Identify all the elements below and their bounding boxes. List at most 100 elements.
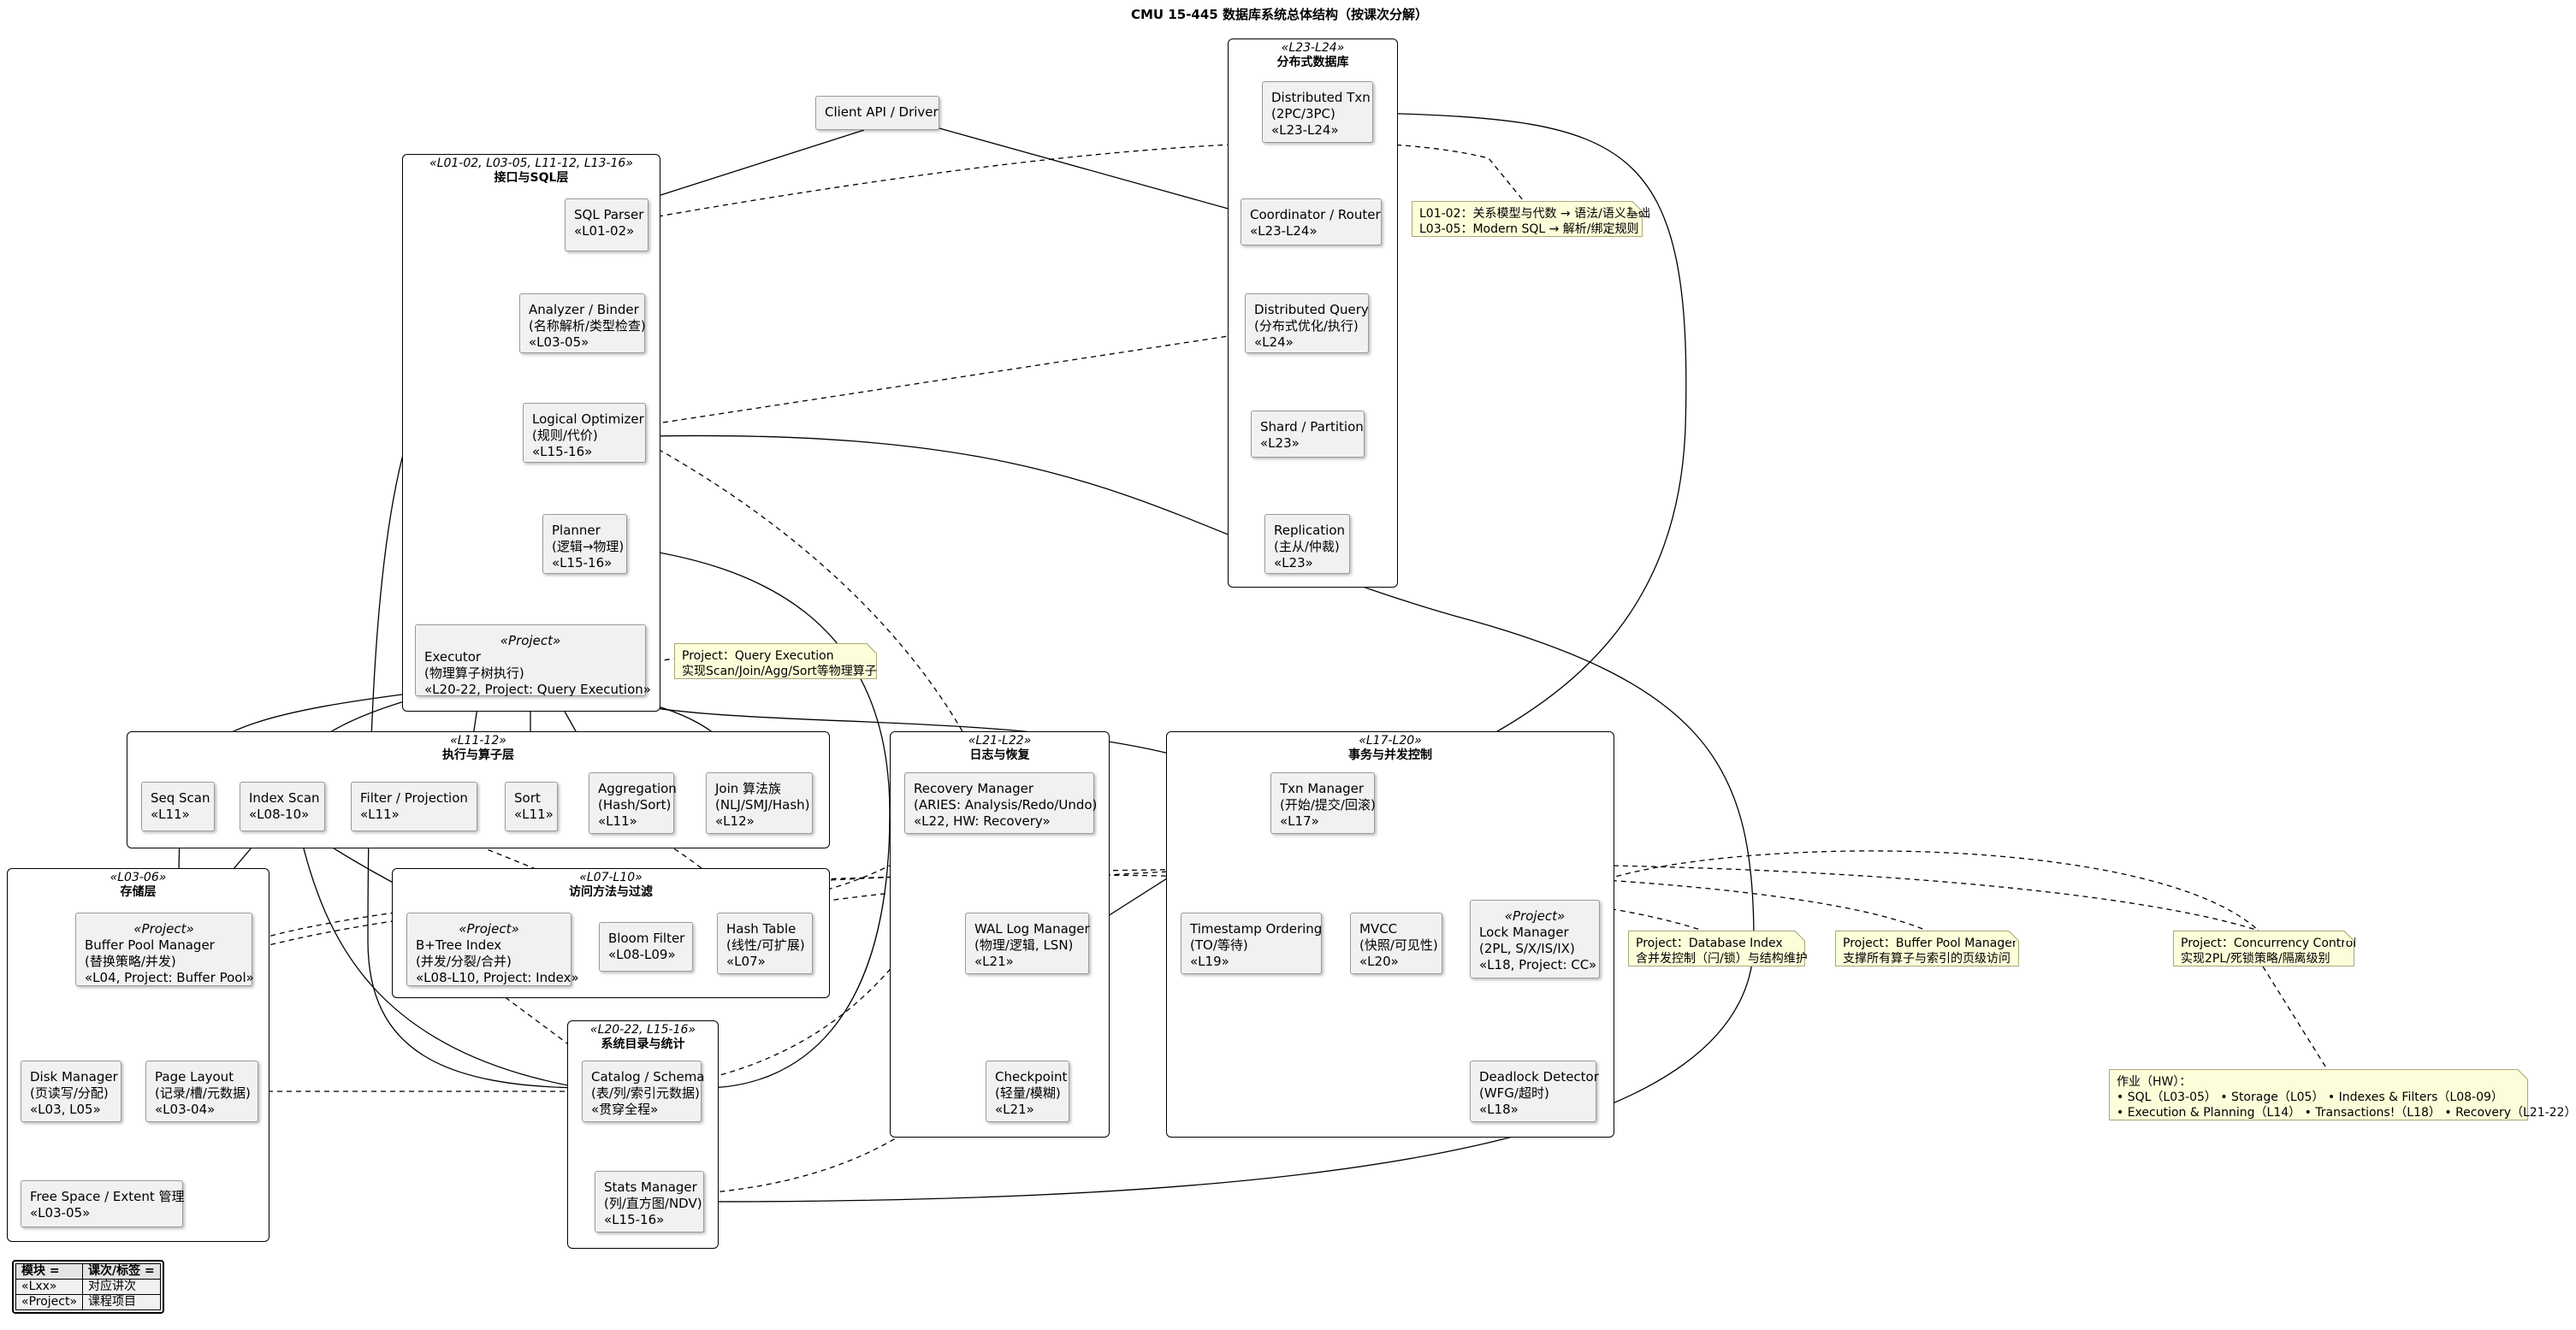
note-line: Project：Query Execution <box>682 649 834 663</box>
node-line: Aggregation <box>598 781 677 796</box>
node-line: Bloom Filter <box>608 931 685 946</box>
node-line: Free Space / Extent 管理 <box>30 1189 185 1204</box>
legend-header-cell: 课次/标签 = <box>82 1263 161 1280</box>
edge-note-cc-lock <box>1565 850 2259 931</box>
package-stereotype: «L11-12» <box>450 734 506 748</box>
node-line: Logical Optimizer <box>532 411 644 427</box>
stats-manager-node: Stats Manager (列/直方图/NDV) «L15-16» <box>595 1171 704 1232</box>
node-line: «L23» <box>1260 435 1300 451</box>
node-line: «L23-L24» <box>1271 122 1339 138</box>
node-line: «L24» <box>1254 334 1294 350</box>
node-line: «L04, Project: Buffer Pool» <box>85 970 254 985</box>
node-stereotype: «Project» <box>500 633 561 648</box>
distributed-txn-node: Distributed Txn (2PC/3PC) «L23-L24» <box>1262 81 1373 143</box>
timestamp-ordering-node: Timestamp Ordering (TO/等待) «L19» <box>1181 913 1322 974</box>
note-line: L03-05：Modern SQL → 解析/绑定规则 <box>1419 222 1639 236</box>
package-title: 日志与恢复 <box>969 748 1030 762</box>
filter-projection-node: Filter / Projection «L11» <box>351 782 477 831</box>
node-line: (轻量/模糊) <box>995 1085 1061 1101</box>
edge-client-coordinator <box>939 127 1242 215</box>
join-node: Join 算法族 (NLJ/SMJ/Hash) «L12» <box>706 772 813 834</box>
node-line: Coordinator / Router <box>1250 207 1381 222</box>
node-line: Recovery Manager <box>914 781 1034 796</box>
node-line: «L18, Project: CC» <box>1479 957 1597 972</box>
node-line: (名称解析/类型检查) <box>529 318 646 334</box>
node-label: Client API / Driver <box>825 104 939 120</box>
legend-cell: 对应讲次 <box>82 1279 161 1295</box>
edge-disttxn-txnmanager <box>1371 112 1687 793</box>
node-line: Deadlock Detector <box>1479 1069 1599 1085</box>
node-line: Page Layout <box>155 1069 234 1085</box>
node-line: «L08-L09» <box>608 947 676 962</box>
legend-header-cell: 模块 = <box>15 1263 84 1280</box>
node-line: Txn Manager <box>1280 781 1365 796</box>
node-line: Distributed Query <box>1254 302 1369 317</box>
page-title: CMU 15-445 数据库系统总体结构（按课次分解） <box>1131 7 1428 22</box>
edge-optimizer-stats-dashed <box>649 444 1022 1197</box>
node-line: «L11» <box>514 807 554 822</box>
node-line: WAL Log Manager <box>974 921 1090 937</box>
package-title: 分布式数据库 <box>1276 56 1349 69</box>
note-line: 含并发控制（闩/锁）与结构维护 <box>1636 952 1808 966</box>
node-line: Filter / Projection <box>360 790 468 806</box>
node-line: «贯穿全程» <box>591 1102 659 1117</box>
node-line: Catalog / Schema <box>591 1069 705 1085</box>
edge-optimizer-stats <box>645 434 1755 1207</box>
note-line: Project：Concurrency Control <box>2181 937 2357 950</box>
node-line: (TO/等待) <box>1190 937 1248 953</box>
package-title: 事务与并发控制 <box>1348 748 1432 762</box>
note-homework: 作业（HW）： • SQL（L03-05） • Storage（L05） • I… <box>2109 1069 2576 1120</box>
node-line: «L07» <box>726 954 766 969</box>
node-line: «L20-22, Project: Query Execution» <box>424 682 651 697</box>
shard-partition-node: Shard / Partition «L23» <box>1251 411 1365 458</box>
node-line: «L18» <box>1479 1102 1519 1117</box>
node-line: (列/直方图/NDV) <box>604 1196 702 1211</box>
txn-manager-node: Txn Manager (开始/提交/回滚) «L17» <box>1270 772 1376 834</box>
node-line: (规则/代价) <box>532 428 598 443</box>
node-line: (逻辑→物理) <box>552 539 625 554</box>
mvcc-node: MVCC (快照/可见性) «L20» <box>1350 913 1442 974</box>
catalog-schema-node: Catalog / Schema (表/列/索引元数据) «贯穿全程» <box>582 1061 705 1122</box>
note-line: • Execution & Planning（L14） • Transactio… <box>2117 1106 2576 1120</box>
package-stereotype: «L01-02, L03-05, L11-12, L13-16» <box>429 157 633 170</box>
replication-node: Replication (主从/仲裁) «L23» <box>1264 514 1350 574</box>
node-stereotype: «Project» <box>459 921 519 937</box>
executor-node: «Project» Executor (物理算子树执行) «L20-22, Pr… <box>415 624 651 697</box>
node-line: Replication <box>1274 523 1346 538</box>
note-line: • SQL（L03-05） • Storage（L05） • Indexes &… <box>2117 1091 2503 1104</box>
btree-index-node: «Project» B+Tree Index (并发/分裂/合并) «L08-L… <box>406 913 579 986</box>
node-line: «L03-05» <box>529 334 589 350</box>
node-line: «L03, L05» <box>30 1102 101 1117</box>
node-line: «L23-L24» <box>1250 223 1318 239</box>
legend-cell: 课程项目 <box>82 1294 161 1310</box>
note-line: 实现2PL/死锁策略/隔离级别 <box>2181 952 2330 966</box>
node-line: Analyzer / Binder <box>529 302 639 317</box>
package-stereotype: «L23-L24» <box>1281 41 1345 55</box>
node-line: «L17» <box>1280 813 1319 829</box>
legend-cell: «Lxx» <box>15 1279 84 1295</box>
node-line: MVCC <box>1359 921 1398 937</box>
node-line: Shard / Partition <box>1260 419 1364 434</box>
client-api-node: Client API / Driver <box>815 96 939 130</box>
aggregation-node: Aggregation (Hash/Sort) «L11» <box>589 772 677 834</box>
node-line: (NLJ/SMJ/Hash) <box>715 797 810 813</box>
node-line: Buffer Pool Manager <box>85 937 215 953</box>
node-line: «L20» <box>1359 954 1399 969</box>
package-title: 存储层 <box>120 885 157 899</box>
node-line: Checkpoint <box>995 1069 1068 1085</box>
note-line: 实现Scan/Join/Agg/Sort等物理算子 <box>682 665 877 678</box>
node-line: Sort <box>514 790 541 806</box>
node-stereotype: «Project» <box>133 921 194 937</box>
node-line: Executor <box>424 649 482 665</box>
checkpoint-node: Checkpoint (轻量/模糊) «L21» <box>986 1061 1069 1122</box>
recovery-manager-node: Recovery Manager (ARIES: Analysis/Redo/U… <box>904 772 1097 834</box>
node-line: «L21» <box>974 954 1014 969</box>
node-line: Seq Scan <box>151 790 210 806</box>
node-line: (2PL, S/X/IS/IX) <box>1479 941 1575 956</box>
bloom-filter-node: Bloom Filter «L08-L09» <box>599 922 693 972</box>
node-stereotype: «Project» <box>1504 908 1566 924</box>
hash-table-node: Hash Table (线性/可扩展) «L07» <box>717 913 813 974</box>
node-line: Stats Manager <box>604 1179 697 1195</box>
buffer-pool-node: «Project» Buffer Pool Manager (替换策略/并发) … <box>75 913 254 986</box>
package-stereotype: «L21-L22» <box>968 734 1032 748</box>
